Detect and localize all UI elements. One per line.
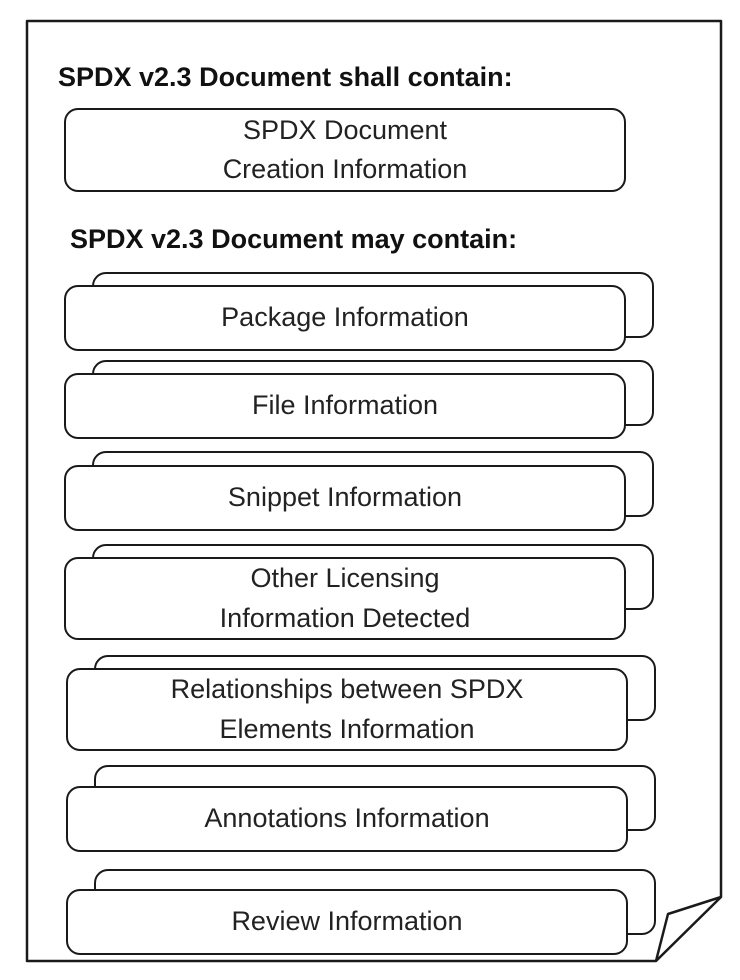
box-label: Other Licensing Information Detected <box>66 559 624 638</box>
box-label-line1: File Information <box>251 390 439 421</box>
box-label: Review Information <box>68 891 626 953</box>
box-label: Package Information <box>66 287 624 349</box>
box-label-line1: Relationships between SPDX <box>170 674 524 705</box>
box-review-information: Review Information <box>66 889 628 955</box>
document-folded-corner <box>654 895 722 962</box>
box-label-line1: Snippet Information <box>227 482 463 513</box>
box-creation-information: SPDX Document Creation Information <box>64 108 626 192</box>
box-label: Relationships between SPDX Elements Info… <box>68 670 626 749</box>
box-label: Annotations Information <box>68 788 626 850</box>
box-label-line1: SPDX Document <box>242 114 448 145</box>
box-annotations-information: Annotations Information <box>66 786 628 852</box>
box-file-information: File Information <box>64 373 626 439</box>
box-label-line2: Information Detected <box>219 602 471 633</box>
box-label-line1: Annotations Information <box>204 803 490 834</box>
box-label-line2: Creation Information <box>222 154 468 184</box>
box-package-information: Package Information <box>64 285 626 351</box>
heading-shall-contain: SPDX v2.3 Document shall contain: <box>58 62 513 92</box>
box-snippet-information: Snippet Information <box>64 465 626 531</box>
box-label: Snippet Information <box>66 467 624 529</box>
box-label: SPDX Document Creation Information <box>66 110 624 190</box>
box-label: File Information <box>66 375 624 437</box>
box-label-line1: Review Information <box>231 906 463 937</box>
box-label-line2: Elements Information <box>219 713 475 744</box>
box-label-line1: Package Information <box>221 302 469 333</box>
heading-may-contain: SPDX v2.3 Document may contain: <box>70 224 518 254</box>
box-label-line1: Other Licensing <box>250 563 440 594</box>
box-relationships-information: Relationships between SPDX Elements Info… <box>66 668 628 751</box>
box-other-licensing-information: Other Licensing Information Detected <box>64 557 626 640</box>
